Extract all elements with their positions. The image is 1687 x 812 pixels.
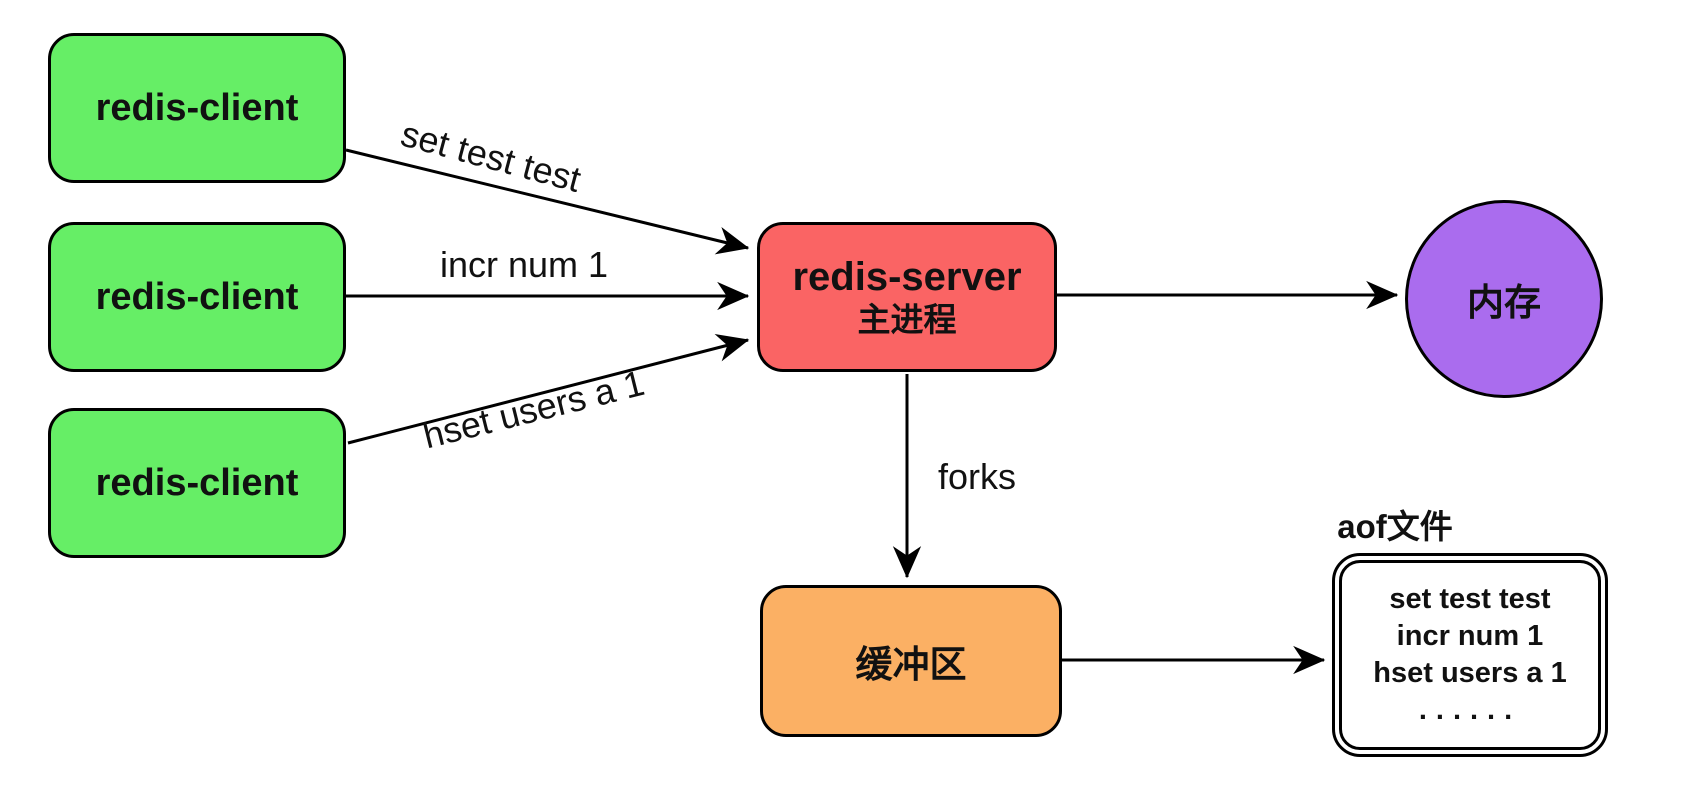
memory-node: 内存 (1405, 200, 1603, 398)
aof-line-1: set test test (1389, 583, 1551, 615)
redis-client-1-label: redis-client (95, 86, 299, 129)
memory-label: 内存 (1467, 282, 1541, 323)
redis-client-2-label: redis-client (95, 275, 299, 318)
aof-file-node: set test test incr num 1 hset users a 1 … (1332, 553, 1608, 757)
aof-line-2: incr num 1 (1396, 620, 1544, 652)
redis-client-1-node: redis-client (48, 33, 346, 183)
redis-client-2-node: redis-client (48, 222, 346, 372)
aof-file-title: aof文件 (1337, 508, 1453, 545)
aof-file-inner-border: set test test incr num 1 hset users a 1 … (1339, 560, 1601, 750)
buffer-label: 缓冲区 (855, 644, 967, 685)
redis-server-node: redis-server 主进程 (757, 222, 1057, 372)
edge-label-forks: forks (938, 456, 1017, 497)
redis-server-subtitle: 主进程 (857, 301, 957, 338)
redis-client-3-label: redis-client (95, 461, 299, 504)
edge-client1-server (345, 148, 750, 255)
buffer-node: 缓冲区 (760, 585, 1062, 737)
redis-server-title: redis-server (792, 255, 1022, 299)
redis-client-3-node: redis-client (48, 408, 346, 558)
edge-client3-server (347, 333, 750, 445)
aof-line-3: hset users a 1 (1373, 657, 1567, 689)
aof-line-ellipsis: ...... (1418, 694, 1522, 726)
edge-label-incr-num-1: incr num 1 (439, 244, 609, 285)
